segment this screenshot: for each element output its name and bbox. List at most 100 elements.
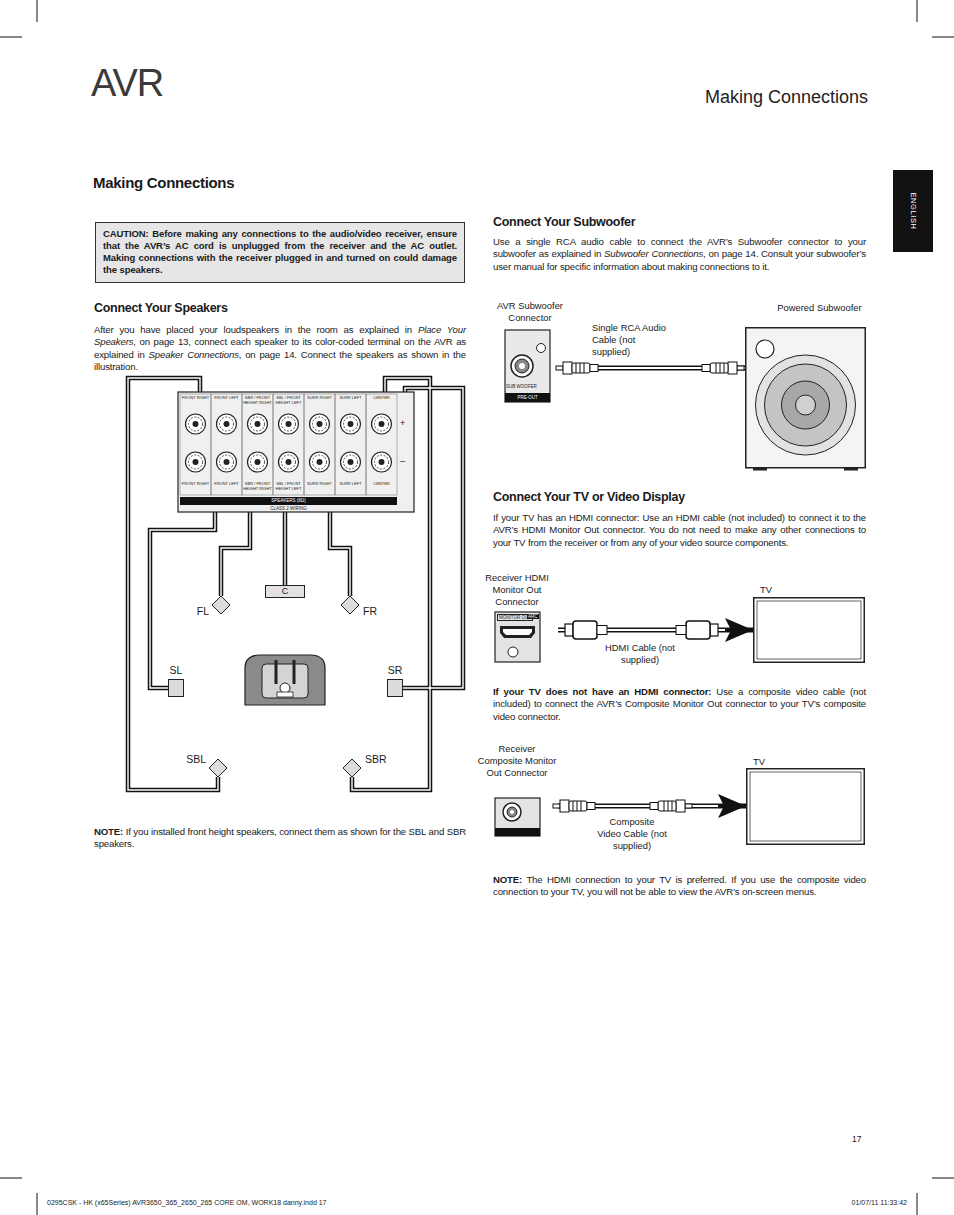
connector-callout: Receiver Composite Monitor Out Connector: [476, 743, 558, 836]
binding-post: [317, 459, 323, 465]
speaker-wire-core: [150, 512, 215, 688]
speaker: FR: [341, 596, 359, 614]
binding-post: [186, 414, 206, 434]
speaker-label: FL: [197, 605, 209, 617]
terminal-label: FRONT LEFT: [211, 396, 242, 401]
speaker-wire: [330, 512, 350, 596]
binding-post: [313, 455, 327, 469]
terminal-label: SBR / FRONT HEIGHT RIGHT: [242, 396, 273, 405]
brand-logo: AVR: [91, 62, 163, 105]
speaker-label: C: [268, 586, 302, 597]
speaker-symbol: [387, 679, 403, 697]
binding-post: [344, 455, 358, 469]
binding-post: [348, 421, 354, 427]
terminal-column: [335, 394, 366, 495]
binding-post: [379, 459, 385, 465]
terminal-column: [180, 394, 211, 495]
speaker-terminal-panel: [178, 392, 414, 512]
cable-label: HDMI Cable (not supplied): [595, 642, 685, 666]
language-tab: [893, 170, 933, 252]
powered-subwoofer: Powered Subwoofer: [745, 302, 866, 468]
terminal-label: SURR LEFT: [335, 482, 366, 487]
cable-label: Composite Video Cable (not supplied): [597, 816, 667, 852]
speaker: SR: [387, 679, 403, 697]
speaker-wire: [283, 512, 288, 585]
terminal-group-label: CLASS 2 WIRING: [180, 506, 397, 511]
composite-jack-panel: [495, 798, 540, 836]
section-heading: Connect Your Subwoofer: [493, 215, 635, 229]
binding-post: [313, 417, 327, 431]
speaker-symbol: [212, 596, 230, 614]
terminal-label: SBR / FRONT HEIGHT RIGHT: [242, 482, 273, 491]
terminal-label: CENTER: [366, 396, 397, 401]
speaker-label: SL: [170, 664, 183, 676]
binding-post: [251, 455, 265, 469]
tv-display: TV: [746, 756, 865, 845]
binding-post: [220, 417, 234, 431]
binding-post: [217, 414, 237, 434]
callout-label: Receiver Composite Monitor Out Connector: [476, 743, 558, 780]
binding-post: [248, 414, 268, 434]
body-paragraph: NOTE: The HDMI connection to your TV is …: [493, 874, 866, 899]
binding-post: [317, 421, 323, 427]
terminal-label: SURR RIGHT: [304, 482, 335, 487]
binding-post: [193, 459, 199, 465]
running-header: Making Connections: [560, 87, 868, 108]
binding-post: [255, 421, 261, 427]
terminal-label: CENTER: [366, 482, 397, 487]
rca-plug: [553, 800, 595, 812]
terminal-label: SBL / FRONT HEIGHT LEFT: [273, 482, 304, 491]
terminal-column: [366, 394, 397, 495]
callout-label: TV: [760, 584, 772, 596]
cross-reference: Subwoofer Connections: [604, 248, 703, 259]
polarity-mark: +: [400, 418, 405, 428]
binding-post: [193, 421, 199, 427]
lead-in: If your TV does not have an HDMI connect…: [493, 686, 711, 697]
binding-post: [189, 455, 203, 469]
speaker-wire-core: [284, 512, 285, 585]
print-slug: 0295CSK - HK (x65Series) AVR3650_365_265…: [47, 1199, 327, 1206]
rca-plug: [650, 800, 692, 812]
binding-post: [220, 455, 234, 469]
binding-post: [282, 455, 296, 469]
callout-label: TV: [753, 756, 765, 768]
speaker-wire-core: [221, 512, 250, 596]
binding-post: [286, 421, 292, 427]
terminal-column: [211, 394, 242, 495]
polarity-mark: –: [400, 456, 405, 466]
lead-in: NOTE:: [94, 826, 123, 837]
hdmi-plug: [565, 621, 607, 639]
binding-post: [372, 452, 392, 472]
binding-post: [248, 452, 268, 472]
speaker-label: SBR: [365, 753, 387, 765]
binding-post: [286, 459, 292, 465]
binding-post: [375, 455, 389, 469]
speaker-symbol: [341, 596, 359, 614]
callout-label: AVR Subwoofer Connector: [488, 300, 572, 324]
callout-label: Powered Subwoofer: [773, 302, 866, 314]
tv-screen: [746, 756, 865, 845]
binding-post: [282, 417, 296, 431]
connector-callout: AVR Subwoofer Connector: [488, 300, 572, 402]
terminal-group-label: SPEAKERS (8Ω): [180, 498, 397, 503]
section-heading: Connect Your Speakers: [94, 301, 228, 315]
binding-post: [344, 417, 358, 431]
jack-label: ARC: [527, 614, 539, 619]
terminal-label: SURR RIGHT: [304, 396, 335, 401]
jack-label: PRE-OUT: [505, 395, 550, 400]
terminal-label: SBL / FRONT HEIGHT LEFT: [273, 396, 304, 405]
listening-couch: [245, 655, 325, 705]
binding-post: [348, 459, 354, 465]
binding-post: [341, 452, 361, 472]
subwoofer-jack-panel: [505, 330, 550, 402]
tv-screen: [753, 584, 865, 663]
speaker: SBR: [343, 759, 361, 777]
terminal-column: [273, 394, 304, 495]
binding-post: [379, 421, 385, 427]
speaker: SBL: [209, 759, 227, 777]
terminal-label: FRONT RIGHT: [180, 482, 211, 487]
jack-label: SUB WOOFER: [506, 384, 537, 389]
speaker: C: [265, 585, 305, 598]
hdmi-plug: [676, 621, 718, 639]
